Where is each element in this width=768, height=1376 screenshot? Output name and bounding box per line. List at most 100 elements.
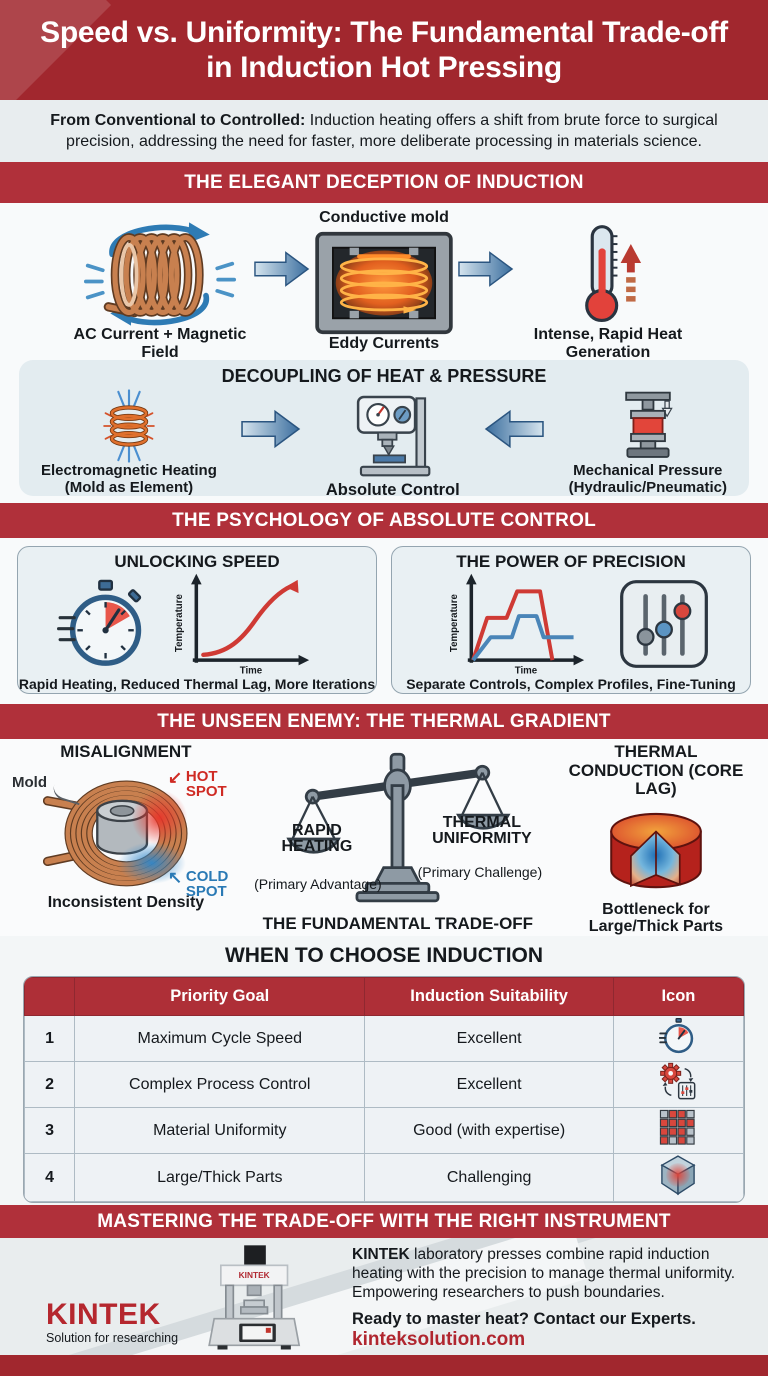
row-goal: Large/Thick Parts bbox=[74, 1153, 366, 1202]
row-number: 1 bbox=[24, 1015, 76, 1062]
flow-arrow-left-icon bbox=[484, 410, 544, 449]
page-title: Speed vs. Uniformity: The Fundamental Tr… bbox=[40, 15, 728, 84]
row-goal: Complex Process Control bbox=[74, 1061, 366, 1108]
row-suitability: Excellent bbox=[364, 1015, 614, 1062]
step-heat-generation: Intense, Rapid Heat Generation bbox=[518, 200, 698, 361]
misaligned-coil-icon bbox=[42, 780, 188, 887]
row-suitability: Challenging bbox=[364, 1153, 614, 1202]
table-row: 1 Maximum Cycle Speed Excellent bbox=[24, 1015, 744, 1062]
flow-arrow-right-icon bbox=[458, 250, 514, 287]
decoupling-left: Electromagnetic Heating(Mold as Element) bbox=[41, 389, 217, 497]
cold-spot-arrow-icon: ↖ bbox=[167, 868, 183, 887]
brand-name: KINTEK bbox=[352, 1246, 410, 1263]
hot-spot-callout: ↙HOT SPOT bbox=[167, 768, 227, 800]
scale-left-sub: (Primary Advantage) bbox=[254, 876, 382, 892]
thick-part-cube-icon bbox=[660, 1155, 696, 1196]
mold-callout: Mold bbox=[12, 774, 47, 791]
psychology-section: UNLOCKING SPEED Temperat bbox=[0, 538, 768, 704]
electromagnetic-heating-icon bbox=[103, 389, 155, 464]
row-goal: Material Uniformity bbox=[74, 1107, 366, 1154]
hot-spot-arrow-icon: ↙ bbox=[167, 768, 183, 787]
decoupling-left-sub: (Mold as Element) bbox=[64, 479, 194, 497]
unlocking-speed-card: UNLOCKING SPEED Temperat bbox=[17, 546, 377, 694]
balance-scale-icon bbox=[286, 752, 511, 903]
scale-right-sub: (Primary Challenge) bbox=[417, 864, 543, 880]
header-blank bbox=[24, 977, 76, 1016]
intro-body: Induction heating offers a shift from br… bbox=[66, 111, 718, 150]
x-axis-label: Time bbox=[240, 665, 263, 676]
row-number: 3 bbox=[24, 1107, 76, 1154]
row-suitability: Good (with expertise) bbox=[364, 1107, 614, 1154]
decoupling-right-sub: (Hydraulic/Pneumatic) bbox=[568, 479, 727, 497]
conductive-mold-icon bbox=[315, 231, 453, 334]
decoupling-section: DECOUPLING OF HEAT & PRESSURE bbox=[0, 358, 768, 503]
bottom-bar bbox=[0, 1355, 768, 1376]
header-priority-goal: Priority Goal bbox=[74, 977, 366, 1016]
mold-top-label: Conductive mold bbox=[319, 208, 449, 226]
table-row: 3 Material Uniformity Good (with experti… bbox=[24, 1107, 744, 1154]
speed-curve-chart: Temperature Time bbox=[174, 573, 310, 676]
section-banner-psychology: THE PSYCHOLOGY OF ABSOLUTE CONTROL bbox=[0, 503, 768, 538]
intro-band: From Conventional to Controlled: Inducti… bbox=[0, 100, 768, 162]
step-ac-current: AC Current + Magnetic Field bbox=[70, 200, 250, 361]
row-number: 4 bbox=[24, 1153, 76, 1202]
when-to-choose-section: WHEN TO CHOOSE INDUCTION Priority Goal I… bbox=[0, 936, 768, 1205]
absolute-control-machine-icon bbox=[356, 395, 431, 477]
misalignment-column: MISALIGNMENT Inconsistent Density Mold bbox=[8, 742, 244, 936]
x-axis-label: Time bbox=[515, 665, 538, 676]
row-goal: Maximum Cycle Speed bbox=[74, 1015, 366, 1062]
scale-left-label: RAPID HEATING bbox=[281, 822, 353, 856]
section-banner-mastering: MASTERING THE TRADE-OFF WITH THE RIGHT I… bbox=[0, 1205, 768, 1238]
suitability-table: Priority Goal Induction Suitability Icon… bbox=[23, 976, 745, 1203]
flow-arrow-right-icon bbox=[241, 410, 301, 449]
misalignment-title: MISALIGNMENT bbox=[60, 742, 192, 761]
power-of-precision-card: THE POWER OF PRECISION Temperature Time bbox=[391, 546, 751, 694]
decoupling-center-label: Absolute Control bbox=[325, 481, 460, 499]
tradeoff-caption: THE FUNDAMENTAL TRADE-OFF bbox=[262, 914, 534, 933]
induction-process-row: AC Current + Magnetic Field Conductive m… bbox=[0, 200, 768, 361]
banner-text: THE ELEGANT DECEPTION OF INDUCTION bbox=[184, 171, 584, 193]
card-title: UNLOCKING SPEED bbox=[114, 552, 280, 571]
stopwatch-icon bbox=[57, 579, 142, 666]
header: Speed vs. Uniformity: The Fundamental Tr… bbox=[0, 0, 768, 100]
decoupling-left-label: Electromagnetic Heating bbox=[41, 462, 217, 480]
section-banner-induction: THE ELEGANT DECEPTION OF INDUCTION bbox=[0, 162, 768, 203]
decoupling-box: DECOUPLING OF HEAT & PRESSURE bbox=[19, 360, 749, 499]
cold-spot-callout: ↖COLD SPOT bbox=[167, 868, 229, 900]
website-link[interactable]: kinteksolution.com bbox=[352, 1328, 526, 1350]
decoupling-center: Absolute Control bbox=[326, 387, 460, 499]
decoupling-title: DECOUPLING OF HEAT & PRESSURE bbox=[221, 366, 547, 386]
machine-brand-label: KINTEK bbox=[239, 1270, 270, 1280]
y-axis-label: Temperature bbox=[174, 594, 185, 653]
banner-text: THE UNSEEN ENEMY: THE THERMAL GRADIENT bbox=[157, 710, 611, 732]
logo-tagline: Solution for researching bbox=[46, 1331, 179, 1345]
card-title: THE POWER OF PRECISION bbox=[456, 552, 686, 571]
decoupling-right: Mechanical Pressure(Hydraulic/Pneumatic) bbox=[569, 389, 727, 497]
tradeoff-column: RAPID HEATING (Primary Advantage) THERMA… bbox=[250, 743, 546, 936]
stopwatch-icon bbox=[659, 1017, 694, 1054]
table-row: 4 Large/Thick Parts Challenging bbox=[24, 1153, 744, 1202]
table-header-row: Priority Goal Induction Suitability Icon bbox=[24, 977, 744, 1016]
uniformity-grid-icon bbox=[660, 1109, 696, 1145]
flow-arrow-right-icon bbox=[254, 250, 310, 287]
gear-sliders-icon bbox=[660, 1062, 696, 1100]
conduction-title: THERMAL CONDUCTION (CORE LAG) bbox=[568, 742, 744, 799]
header-suitability: Induction Suitability bbox=[364, 977, 614, 1016]
kintek-press-machine-image: KINTEK bbox=[208, 1245, 301, 1350]
choose-title: WHEN TO CHOOSE INDUCTION bbox=[224, 944, 544, 967]
step-label: Intense, Rapid Heat Generation bbox=[533, 325, 683, 361]
core-lag-cylinder-icon bbox=[610, 812, 702, 889]
induction-coil-icon bbox=[83, 222, 237, 326]
card-caption: Rapid Heating, Reduced Thermal Lag, More… bbox=[18, 676, 376, 692]
header-icon: Icon bbox=[612, 977, 744, 1016]
thermal-gradient-section: MISALIGNMENT Inconsistent Density Mold bbox=[0, 739, 768, 936]
banner-text: MASTERING THE TRADE-OFF WITH THE RIGHT I… bbox=[97, 1210, 671, 1232]
row-suitability: Excellent bbox=[364, 1061, 614, 1108]
logo-text: KINTEK bbox=[46, 1298, 161, 1331]
step-label: Eddy Currents bbox=[328, 334, 440, 352]
table-row: 2 Complex Process Control Excellent bbox=[24, 1061, 744, 1108]
footer: KINTEK KINTEK laboratory presses combine… bbox=[0, 1238, 768, 1355]
sliders-icon bbox=[620, 580, 708, 668]
section-banner-thermal: THE UNSEEN ENEMY: THE THERMAL GRADIENT bbox=[0, 704, 768, 739]
